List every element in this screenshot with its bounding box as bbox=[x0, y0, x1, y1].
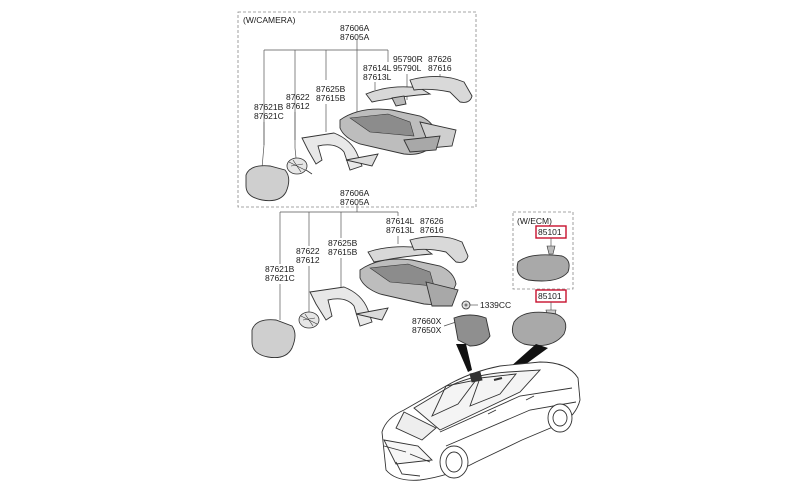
label-87626-cam: 87626 bbox=[428, 54, 452, 64]
label-1339CC: 1339CC bbox=[480, 300, 511, 310]
ecm-inside-mirror bbox=[516, 254, 570, 282]
label-87605A: 87605A bbox=[340, 32, 370, 42]
label-87622: 87622 bbox=[296, 246, 320, 256]
label-87614L-cam: 87614L bbox=[363, 63, 392, 73]
mirror-frame-cam bbox=[301, 132, 363, 171]
label-95790L: 95790L bbox=[393, 63, 422, 73]
pointer-to-outside-mirror bbox=[456, 344, 472, 372]
vehicle-illustration bbox=[381, 361, 581, 481]
label-87660X: 87660X bbox=[412, 316, 442, 326]
mirror-housing-cam bbox=[339, 108, 457, 155]
camera-unit bbox=[391, 95, 407, 107]
actuator-cam bbox=[286, 157, 313, 175]
scalp-cover bbox=[367, 246, 434, 263]
mirror-base bbox=[453, 314, 491, 347]
actuator bbox=[298, 311, 320, 329]
mirror-frame bbox=[309, 286, 373, 327]
camera-group: (W/CAMERA) 87606A 87605A 95790R 95790L 8… bbox=[237, 11, 477, 208]
mirror-housing bbox=[359, 258, 459, 307]
inside-mirror-part-number[interactable]: 85101 bbox=[538, 291, 562, 301]
label-87606A: 87606A bbox=[340, 23, 370, 33]
label-87612: 87612 bbox=[296, 255, 320, 265]
label-87605A: 87605A bbox=[340, 197, 370, 207]
mirror-glass-cam bbox=[245, 165, 290, 202]
label-87625B-cam: 87625B bbox=[316, 84, 346, 94]
label-87621C: 87621C bbox=[265, 273, 295, 283]
camera-group-title: (W/CAMERA) bbox=[243, 15, 296, 25]
label-87613L: 87613L bbox=[386, 225, 415, 235]
label-87606A: 87606A bbox=[340, 188, 370, 198]
label-87622-cam: 87622 bbox=[286, 92, 310, 102]
label-87621C-cam: 87621C bbox=[254, 111, 284, 121]
label-87615B-cam: 87615B bbox=[316, 93, 346, 103]
ecm-part-number[interactable]: 85101 bbox=[538, 227, 562, 237]
label-87621B-cam: 87621B bbox=[254, 102, 284, 112]
cap bbox=[409, 236, 469, 263]
cap-cam bbox=[409, 76, 473, 103]
label-87621B: 87621B bbox=[265, 264, 295, 274]
label-87625B: 87625B bbox=[328, 238, 358, 248]
standard-group: 87606A 87605A 87614L 87613L 87626 87616 … bbox=[251, 188, 511, 359]
ecm-group: (W/ECM) 85101 bbox=[512, 211, 574, 290]
label-87613L-cam: 87613L bbox=[363, 72, 392, 82]
label-95790R: 95790R bbox=[393, 54, 423, 64]
ecm-group-border bbox=[512, 211, 574, 290]
label-87612-cam: 87612 bbox=[286, 101, 310, 111]
label-87616-cam: 87616 bbox=[428, 63, 452, 73]
label-87615B: 87615B bbox=[328, 247, 358, 257]
ecm-group-title: (W/ECM) bbox=[517, 216, 552, 226]
label-87650X: 87650X bbox=[412, 325, 442, 335]
label-87614L: 87614L bbox=[386, 216, 415, 226]
ecm-mirror-mount bbox=[546, 245, 556, 255]
label-87626: 87626 bbox=[420, 216, 444, 226]
inside-mirror bbox=[511, 311, 567, 347]
bolt-1339CC bbox=[461, 300, 471, 310]
label-87616: 87616 bbox=[420, 225, 444, 235]
inside-mirror-group: 85101 bbox=[511, 289, 567, 347]
scalp-cover-cam bbox=[365, 86, 432, 103]
mirror-glass bbox=[251, 319, 296, 359]
